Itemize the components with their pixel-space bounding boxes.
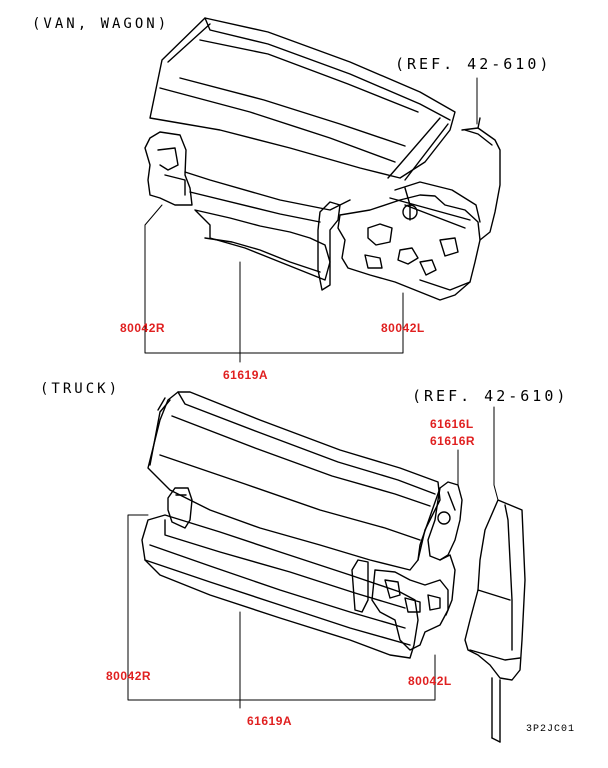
truck-part-80042l[interactable]: 80042L	[408, 674, 452, 688]
truck-leader-lines	[127, 406, 499, 709]
van-wagon-caption: (VAN, WAGON)	[32, 16, 170, 32]
truck-part-61619a[interactable]: 61619A	[247, 714, 293, 728]
truck-cowl-panel-drawing	[141, 391, 526, 743]
van-part-61619a[interactable]: 61619A	[223, 368, 269, 382]
truck-part-61616l[interactable]: 61616L	[430, 417, 474, 431]
van-part-80042r[interactable]: 80042R	[120, 321, 166, 335]
van-part-80042l[interactable]: 80042L	[381, 321, 425, 335]
truck-caption: (TRUCK)	[40, 381, 121, 397]
truck-part-61616r[interactable]: 61616R	[430, 434, 476, 448]
truck-part-80042r[interactable]: 80042R	[106, 669, 152, 683]
van-cowl-panel-drawing	[144, 17, 501, 301]
van-ref-label: (REF. 42-610)	[395, 55, 552, 73]
diagram-code: 3P2JC01	[526, 724, 576, 735]
van-leader-lines	[144, 77, 478, 363]
truck-ref-label: (REF. 42-610)	[412, 387, 569, 405]
